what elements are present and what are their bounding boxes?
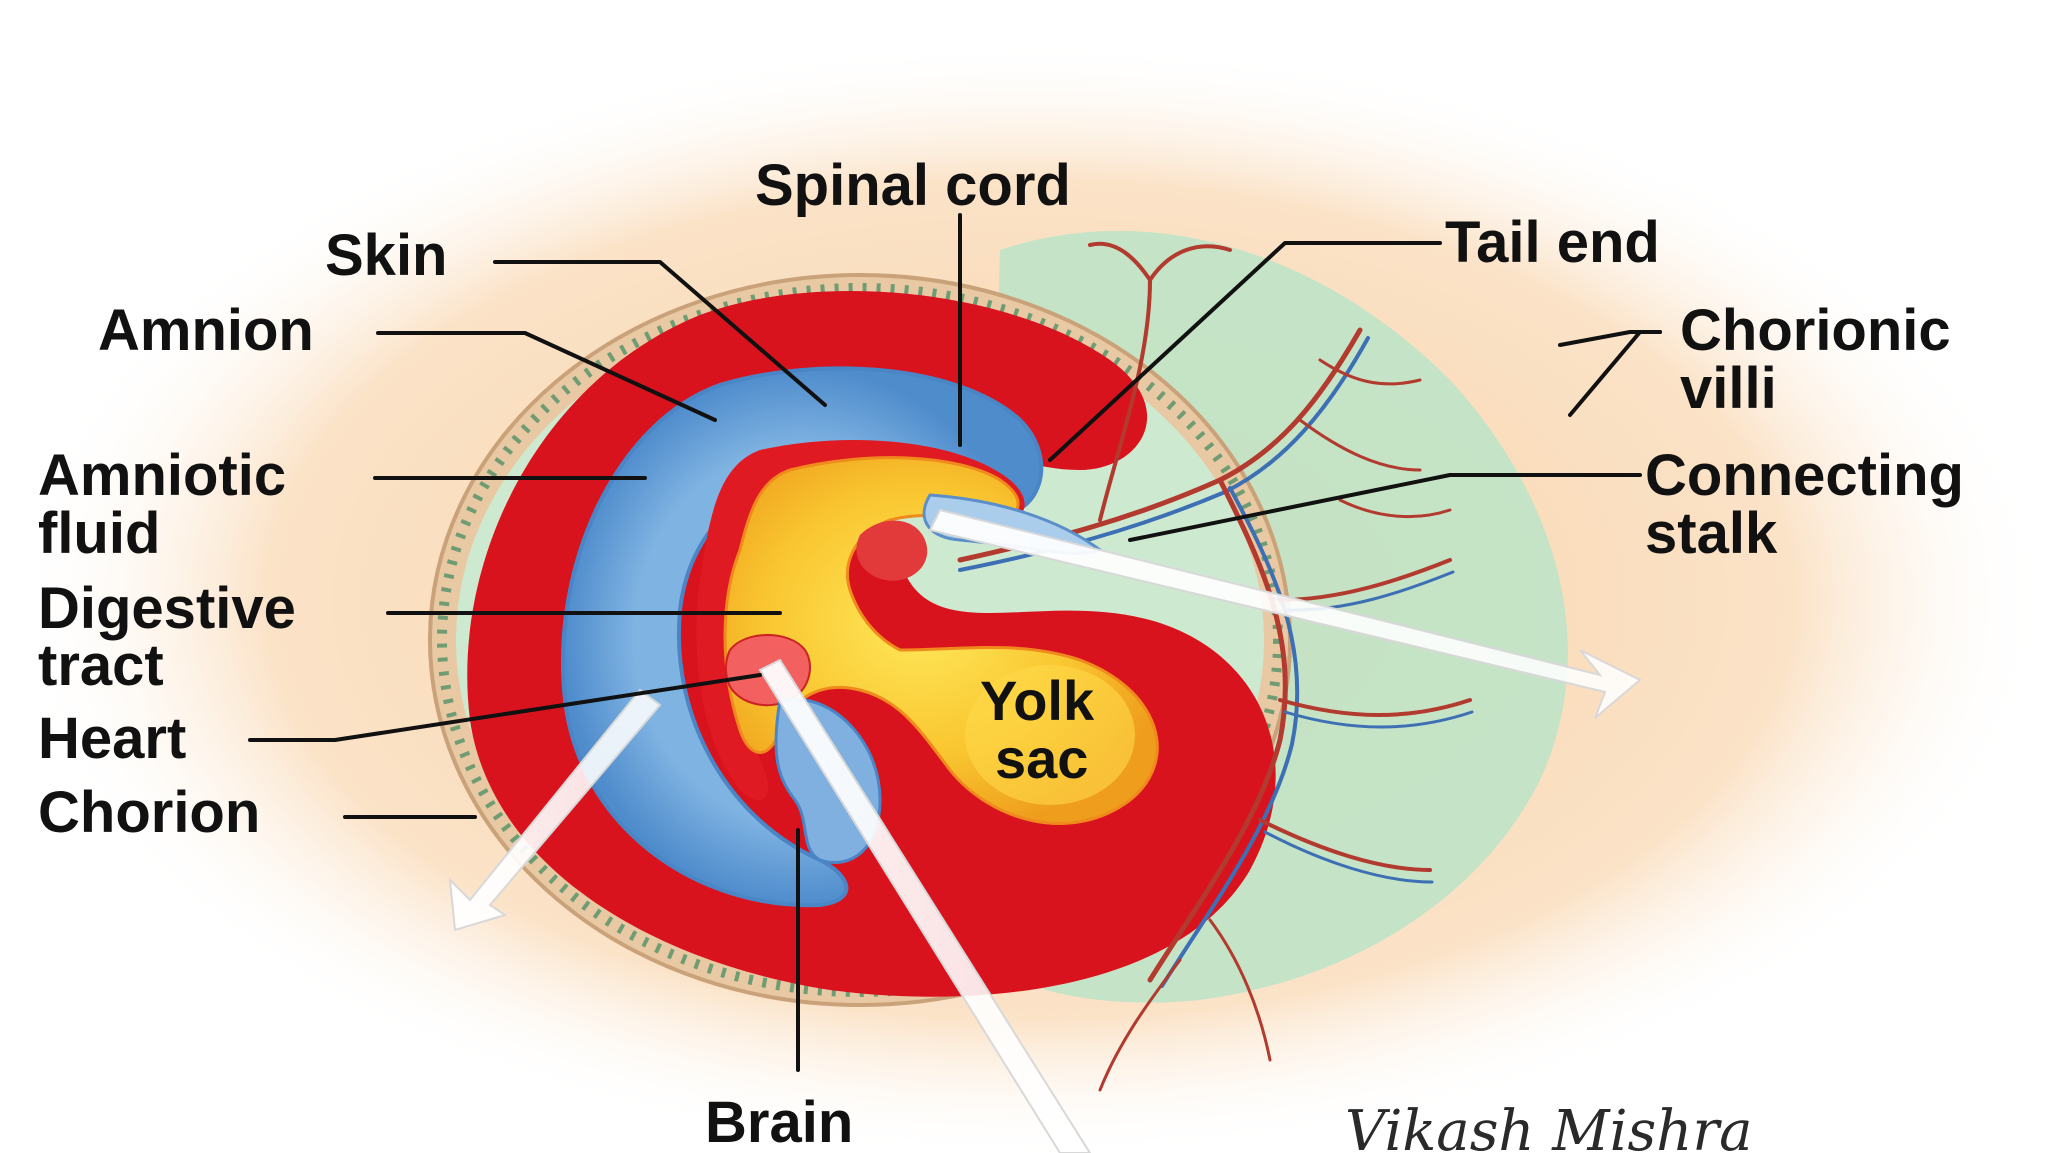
label-digestive-tract-1: Digestive bbox=[38, 576, 296, 641]
label-digestive-tract-2: tract bbox=[38, 633, 164, 698]
leader-connecting-stalk bbox=[1128, 473, 1642, 542]
label-skin: Skin bbox=[325, 223, 448, 288]
leader-skin bbox=[493, 260, 827, 407]
yolk-sac bbox=[965, 665, 1135, 805]
amnion-layer bbox=[560, 366, 1044, 908]
label-yolk-sac-2: sac bbox=[995, 727, 1088, 790]
label-yolk-sac-1: Yolk bbox=[980, 669, 1095, 732]
label-connecting-stalk-1: Connecting bbox=[1645, 443, 1964, 508]
leader-lines bbox=[248, 213, 1662, 1072]
white-arrows bbox=[448, 508, 1642, 1153]
label-chorionic-villi-1: Chorionic bbox=[1680, 298, 1951, 363]
label-heart: Heart bbox=[38, 706, 186, 771]
leader-tail-end bbox=[1048, 241, 1442, 462]
signature: Vikash Mishra bbox=[1345, 1099, 1753, 1153]
label-amnion: Amnion bbox=[98, 298, 314, 363]
connecting-stalk-shape bbox=[856, 520, 928, 581]
leader-chorionic-villi-b bbox=[1568, 330, 1662, 417]
chorionic-vessels bbox=[957, 241, 1474, 1092]
label-chorion: Chorion bbox=[38, 780, 260, 845]
label-chorionic-villi-2: villi bbox=[1680, 356, 1777, 421]
label-amniotic-fluid-2: fluid bbox=[38, 501, 160, 566]
labels: Spinal cord Skin Amnion Amniotic fluid D… bbox=[38, 153, 1964, 1153]
label-tail-end: Tail end bbox=[1445, 210, 1660, 275]
label-spinal-cord: Spinal cord bbox=[755, 153, 1071, 218]
label-amniotic-fluid-1: Amniotic bbox=[38, 443, 286, 508]
leader-amnion bbox=[376, 331, 717, 422]
label-connecting-stalk-2: stalk bbox=[1645, 501, 1778, 566]
label-brain: Brain bbox=[705, 1090, 853, 1153]
leader-heart bbox=[248, 673, 762, 742]
